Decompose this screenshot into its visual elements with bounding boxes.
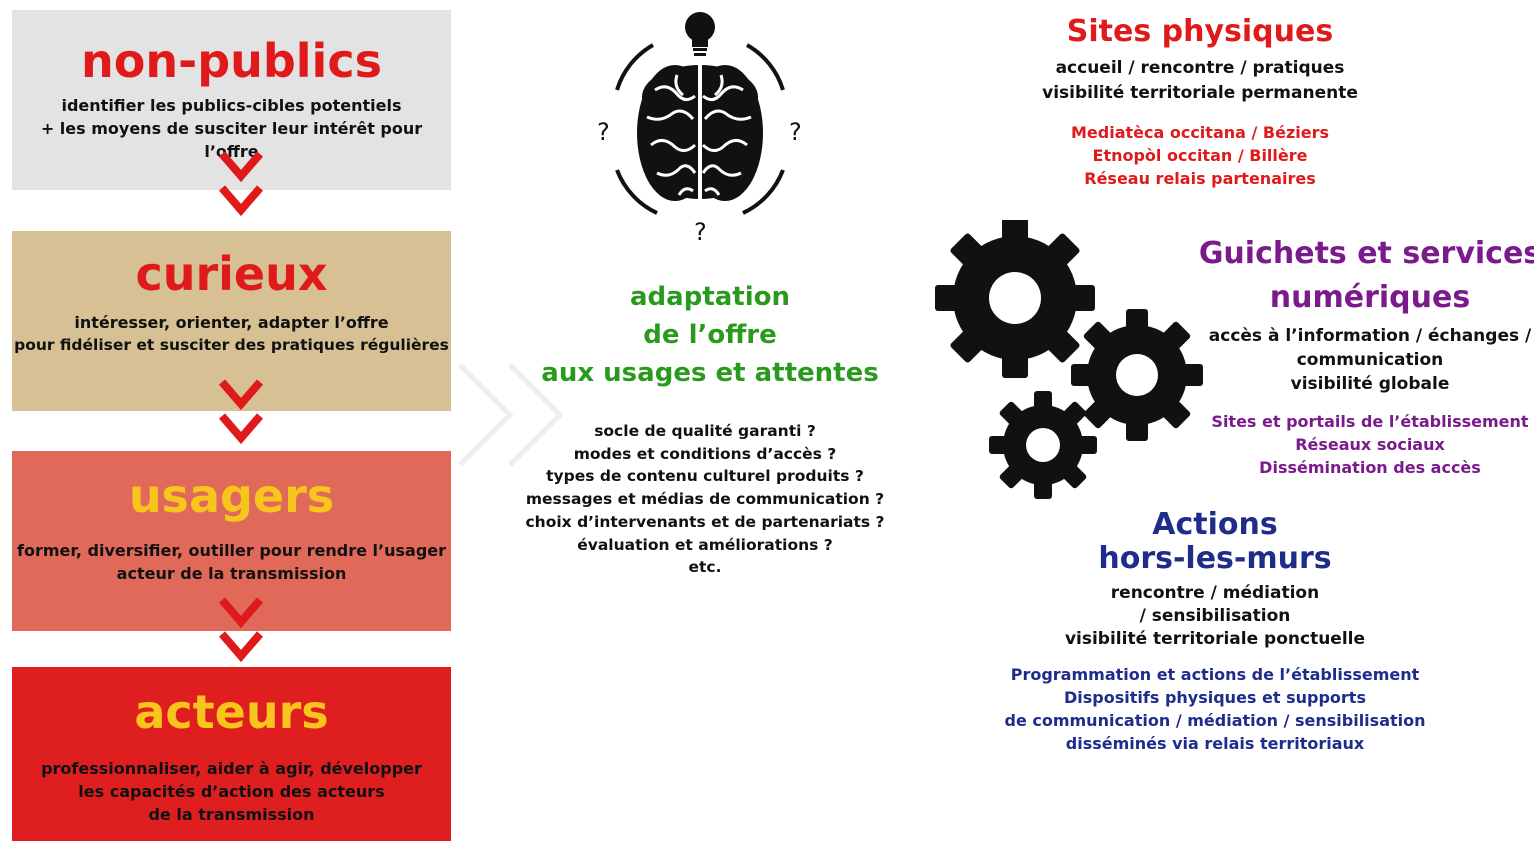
channel-desc-line: / sensibilisation [1139,606,1291,626]
brain-icon [615,12,785,215]
channel-title: Sites physiques [1066,14,1334,49]
channel-guichets-numeriques: Guichets et services numériques accès à … [1195,232,1534,479]
stage-desc-line: les capacités d’action des acteurs [78,782,385,801]
stage-desc-line: professionnaliser, aider à agir, dévelop… [41,759,422,778]
channel-desc-line: visibilité territoriale ponctuelle [1064,629,1366,649]
stage-desc-line: former, diversifier, outiller pour rendr… [16,541,447,560]
question-item: modes et conditions d’accès ? [573,444,837,463]
channel-title: Guichets et services [1198,236,1534,271]
channel-item: Réseau relais partenaires [1084,169,1316,188]
stage-desc-line: + les moyens de susciter leur intérêt po… [40,119,423,161]
channel-title: numériques [1269,280,1471,315]
channel-item: de communication / médiation / sensibili… [1004,711,1426,730]
question-item: etc. [688,558,722,577]
stage-curieux: curieux intéresser, orienter, adapter l’… [12,231,451,411]
channel-item: Dispositifs physiques et supports [1064,688,1366,707]
channel-item: Programmation et actions de l’établissem… [1010,665,1420,684]
stage-desc-line: identifier les publics-cibles potentiels [61,96,402,115]
stage-acteurs: acteurs professionnaliser, aider à agir,… [12,667,451,841]
question-item: types de contenu culturel produits ? [546,467,864,486]
channel-desc-line: communication [1296,350,1444,370]
chevron-right-icon [458,363,564,467]
channel-title: hors-les-murs [1098,541,1332,576]
channel-title: Actions [1152,507,1278,542]
question-mark: ? [694,218,707,246]
question-mark: ? [789,118,802,146]
questions-list: socle de qualité garanti ? modes et cond… [505,420,905,579]
channel-item: Mediatèca occitana / Béziers [1070,123,1330,142]
question-item: messages et médias de communication ? [525,490,885,509]
channel-item: Réseaux sociaux [1295,435,1445,454]
stage-desc-line: pour fidéliser et susciter des pratiques… [14,336,449,354]
heading-line: adaptation [630,282,790,312]
channel-desc-line: accueil / rencontre / pratiques [1055,58,1345,78]
question-item: évaluation et améliorations ? [577,535,833,554]
lightbulb-icon [685,12,715,56]
stage-usagers: usagers former, diversifier, outiller po… [12,451,451,631]
chevron-down-icon [218,597,264,663]
heading-line: aux usages et attentes [541,358,879,388]
heading-line: de l’offre [643,320,777,350]
chevron-down-icon [218,151,264,217]
stage-desc-line: intéresser, orienter, adapter l’offre [74,313,389,332]
channel-item: disséminés via relais territoriaux [1065,734,1365,753]
channel-item: Dissémination des accès [1259,458,1481,477]
stage-desc-line: de la transmission [148,805,315,824]
channel-desc-line: visibilité globale [1290,374,1450,394]
stage-desc-line: acteur de la transmission [116,564,347,583]
adaptation-heading: adaptation de l’offre aux usages et atte… [510,278,910,392]
channel-sites-physiques: Sites physiques accueil / rencontre / pr… [1000,12,1400,190]
channel-actions-hors-les-murs: Actions hors-les-murs rencontre / médiat… [990,508,1440,755]
stage-title: curieux [135,247,328,301]
question-item: socle de qualité garanti ? [594,422,816,440]
stage-title: acteurs [134,685,329,739]
gears-icon [935,220,1203,499]
channel-item: Sites et portails de l’établissement [1211,412,1529,431]
channel-desc-line: rencontre / médiation [1110,583,1320,603]
channel-item: Etnopòl occitan / Billère [1092,146,1308,165]
stage-title: usagers [128,469,335,523]
question-item: choix d’intervenants et de partenariats … [525,512,885,531]
question-mark: ? [597,118,610,146]
channel-desc-line: accès à l’information / échanges / [1208,326,1532,346]
channel-desc-line: visibilité territoriale permanente [1042,83,1358,103]
chevron-down-icon [218,379,264,445]
stage-title: non-publics [81,34,382,88]
